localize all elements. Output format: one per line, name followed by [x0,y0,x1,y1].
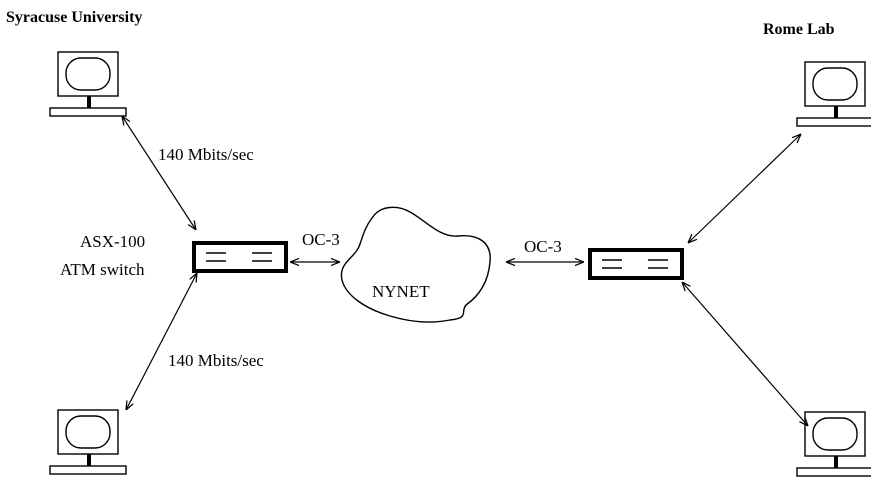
oc3-right-label: OC-3 [524,237,562,256]
cloud-label: NYNET [372,282,430,301]
link-bottom-left [126,273,197,410]
switch-type-label: ATM switch [60,260,145,279]
link-speed-top-label: 140 Mbits/sec [158,145,254,164]
workstation-icon-syracuse-bottom [49,409,127,475]
atm-switch-icon-rome [588,248,684,280]
syracuse-title: Syracuse University [6,9,142,26]
workstation-icon-rome-bottom [796,411,871,477]
workstation-icon-syracuse-top [49,51,127,117]
network-cloud-icon [340,206,491,323]
link-top-left [122,116,196,230]
link-top-right [688,134,801,243]
workstation-icon-rome-top [796,61,871,127]
oc3-left-label: OC-3 [302,230,340,249]
link-speed-bottom-label: 140 Mbits/sec [168,351,264,370]
rome-lab-title: Rome Lab [763,21,835,38]
switch-model-label: ASX-100 [80,232,145,251]
atm-switch-icon-syracuse [192,241,288,273]
link-bottom-right [682,282,808,426]
